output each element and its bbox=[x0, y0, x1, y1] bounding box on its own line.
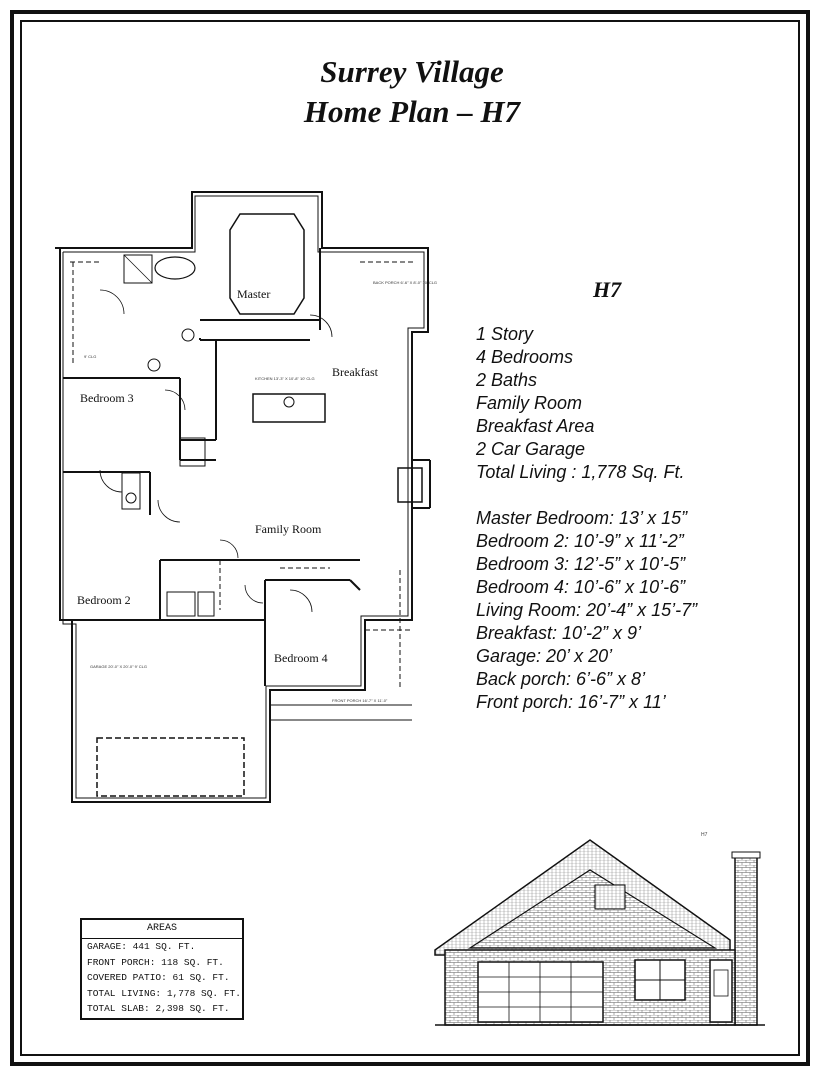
room-label-bedroom2: Bedroom 2 bbox=[77, 593, 131, 607]
page-title: Surrey Village bbox=[320, 54, 504, 89]
areas-row: FRONT PORCH: 118 SQ. FT. bbox=[87, 956, 224, 968]
front-elevation bbox=[434, 839, 765, 1026]
label-back-porch: BACK PORCH 6'-6" X 8'-0" 10' CLG bbox=[373, 280, 437, 285]
room-label-breakfast: Breakfast bbox=[332, 365, 379, 379]
areas-row: GARAGE: 441 SQ. FT. bbox=[87, 941, 196, 952]
outer-wall bbox=[55, 191, 429, 803]
label-front-porch: FRONT PORCH 16'-7" X 11'-0" bbox=[332, 698, 388, 703]
plan-code: H7 bbox=[593, 277, 622, 302]
inner-border bbox=[20, 20, 800, 1056]
feature-item: 2 Baths bbox=[476, 370, 538, 390]
room-label-master: Master bbox=[237, 287, 270, 301]
outer-border bbox=[10, 10, 810, 1066]
room-size-item: Bedroom 2: 10’-9” x 11’-2” bbox=[476, 531, 684, 551]
areas-title: AREAS bbox=[82, 920, 242, 939]
room-size-item: Garage: 20’ x 20’ bbox=[476, 646, 613, 666]
feature-item: Total Living : 1,778 Sq. Ft. bbox=[476, 462, 685, 482]
feature-item: Family Room bbox=[476, 393, 583, 413]
master-ceiling bbox=[229, 213, 305, 315]
areas-row: COVERED PATIO: 61 SQ. FT. bbox=[87, 972, 230, 984]
garage-door bbox=[96, 737, 245, 797]
label-closet: 9' CLG bbox=[84, 354, 96, 359]
room-size-item: Bedroom 3: 12’-5” x 10’-5” bbox=[476, 554, 686, 574]
kitchen-island bbox=[252, 393, 326, 423]
floor-plan: Master Breakfast Bedroom 3 Family Room B… bbox=[55, 191, 437, 803]
elevation-label: H7 bbox=[701, 832, 708, 838]
room-size-item: Back porch: 6’-6” x 8’ bbox=[476, 669, 646, 689]
page-subtitle: Home Plan – H7 bbox=[303, 94, 521, 129]
feature-item: 2 Car Garage bbox=[476, 439, 586, 459]
room-size-item: Front porch: 16’-7” x 11’ bbox=[476, 692, 666, 712]
room-label-bedroom4: Bedroom 4 bbox=[274, 651, 328, 665]
room-label-family-room: Family Room bbox=[255, 522, 322, 536]
feature-item: 4 Bedrooms bbox=[476, 347, 574, 367]
areas-row: TOTAL LIVING: 1,778 SQ. FT. bbox=[87, 987, 241, 999]
feature-item: Breakfast Area bbox=[476, 416, 595, 436]
fireplace bbox=[397, 467, 423, 503]
room-label-bedroom3: Bedroom 3 bbox=[80, 391, 134, 405]
areas-table: AREAS GARAGE: 441 SQ. FT. FRONT PORCH: 1… bbox=[80, 918, 244, 1020]
feature-item: 1 Story bbox=[476, 324, 534, 344]
room-size-item: Master Bedroom: 13’ x 15” bbox=[476, 508, 688, 528]
label-kitchen: KITCHEN 13'-3" X 10'-8" 10' CLG bbox=[255, 376, 315, 381]
areas-row: TOTAL SLAB: 2,398 SQ. FT. bbox=[87, 1003, 230, 1015]
room-size-item: Living Room: 20’-4” x 15’-7” bbox=[476, 600, 698, 620]
room-size-item: Breakfast: 10’-2” x 9’ bbox=[476, 623, 642, 643]
room-size-item: Bedroom 4: 10’-6” x 10’-6” bbox=[476, 577, 686, 597]
label-garage: GARAGE 20'-0" X 20'-0" 9' CLG bbox=[90, 664, 147, 669]
features-list: 1 Story 4 Bedrooms 2 Baths Family Room B… bbox=[476, 323, 684, 484]
room-sizes-list: Master Bedroom: 13’ x 15” Bedroom 2: 10’… bbox=[476, 507, 697, 714]
